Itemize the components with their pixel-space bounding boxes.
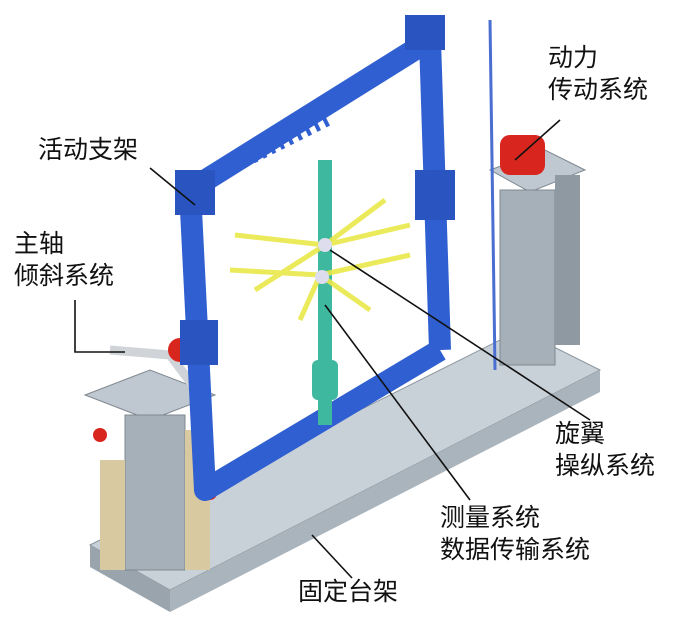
- leader-lines: [74, 119, 591, 579]
- right-pedestal: [499, 189, 556, 366]
- label-power-transmission: 动力 传动系统: [548, 43, 649, 104]
- label-measurement-data-system: 测量系统 数据传输系统: [440, 503, 591, 564]
- label-fixed-base: 固定台架: [298, 577, 399, 606]
- fixed-base-front: [170, 370, 600, 612]
- left-pedestal-top: [83, 369, 217, 421]
- label-movable-frame: 活动支架: [38, 135, 139, 164]
- left-pedestal: [124, 414, 186, 571]
- main-shaft: [318, 160, 332, 425]
- label-rotor-control-system: 旋翼 操纵系统: [555, 419, 656, 480]
- label-shaft-tilt-system: 主轴 倾斜系统: [14, 229, 115, 290]
- motor: [500, 135, 545, 175]
- rotor-blades: [229, 198, 411, 322]
